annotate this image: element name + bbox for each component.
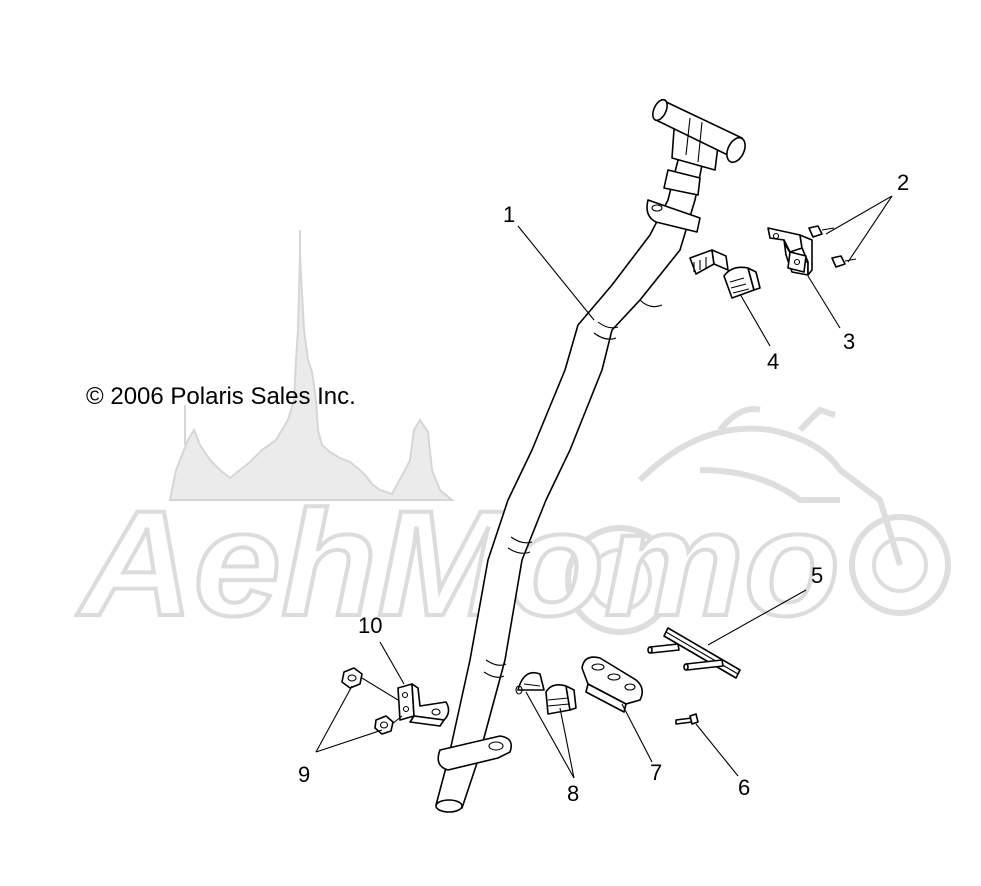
upper-clamp-bracket — [767, 227, 813, 276]
callout-3: 3 — [843, 329, 855, 354]
watermark-logo: AehMomo — [74, 230, 951, 649]
callout-8: 8 — [567, 781, 579, 806]
upper-bushings — [689, 249, 761, 299]
lower-bracket — [397, 683, 450, 727]
leader-lines — [315, 195, 893, 779]
steering-post — [435, 98, 746, 813]
upper-mount-plate — [646, 199, 701, 233]
callout-6: 6 — [738, 775, 750, 800]
callout-4: 4 — [767, 349, 779, 374]
copyright-text: © 2006 Polaris Sales Inc. — [86, 383, 356, 410]
callout-7: 7 — [650, 760, 662, 785]
lower-nuts — [341, 667, 394, 735]
lower-mount-plate — [437, 735, 513, 771]
pin-bar — [647, 627, 741, 679]
watermark-cathedral — [168, 230, 455, 501]
callout-1: 1 — [503, 202, 515, 227]
t-handle — [652, 98, 746, 171]
callout-9: 9 — [298, 762, 310, 787]
small-pin — [675, 713, 699, 725]
upper-bolts — [808, 225, 857, 268]
callout-2: 2 — [897, 170, 909, 195]
watermark-text: AehMomo — [76, 479, 840, 647]
callout-labels: 1 2 3 4 5 6 7 8 9 10 — [298, 170, 909, 806]
lower-bushings — [515, 671, 577, 715]
callout-5: 5 — [811, 563, 823, 588]
lower-block — [581, 656, 644, 713]
callout-10: 10 — [358, 613, 382, 638]
watermark-motorcycle — [565, 406, 951, 635]
